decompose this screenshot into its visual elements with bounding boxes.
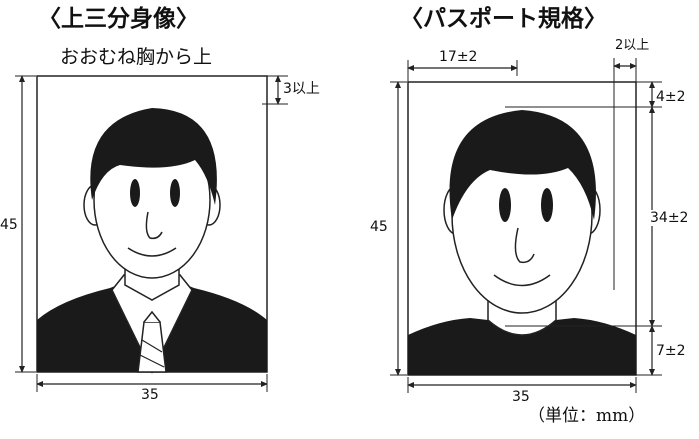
right-person-illustration	[408, 110, 636, 375]
right-face-length-label: 34±2	[650, 210, 689, 226]
left-person-illustration	[37, 108, 267, 374]
right-bottom-margin-label: 7±2	[656, 343, 686, 359]
left-subtitle: おおむね胸から上	[60, 46, 213, 68]
right-suit	[408, 318, 636, 375]
left-width-label: 35	[141, 387, 159, 403]
left-height-label: 45	[0, 217, 18, 233]
right-width-label: 35	[512, 389, 530, 405]
right-title: 〈パスポート規格〉	[400, 6, 607, 32]
left-hair	[90, 108, 217, 205]
right-height-label: 45	[370, 219, 388, 235]
left-top-margin-label: 3以上	[283, 81, 320, 97]
unit-note: （単位：mm）	[528, 406, 646, 426]
right-center-offset-label: 17±2	[439, 49, 478, 65]
right-side-margin-label: 2以上	[615, 38, 650, 53]
right-top-margin-label: 4±2	[656, 89, 686, 105]
right-hair	[449, 110, 596, 220]
left-title: 〈上三分身像〉	[38, 6, 199, 32]
